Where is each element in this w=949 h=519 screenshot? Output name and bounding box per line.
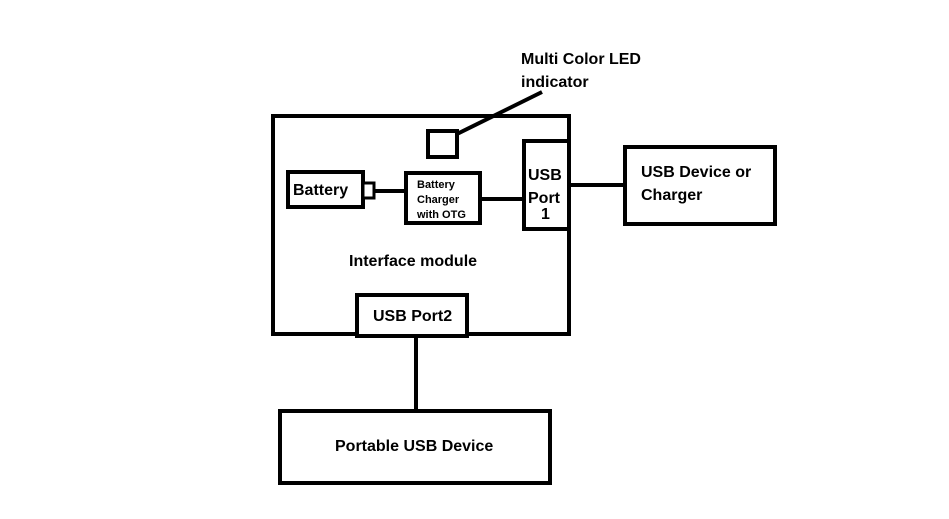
usb-device-charger-line1: USB Device or: [641, 164, 751, 181]
charger-label-line1: Battery: [417, 179, 456, 191]
charger-label-line2: Charger: [417, 194, 460, 206]
charger-box: [404, 171, 482, 225]
usb-port1-line1: USB: [528, 167, 562, 184]
interface-module-label: Interface module: [349, 253, 477, 270]
charger-label: Battery Charger with OTG: [416, 179, 466, 221]
battery-terminal: [361, 181, 376, 200]
led-label-line1: Multi Color LED: [521, 51, 641, 68]
usb-port2-label: USB Port2: [373, 308, 452, 325]
usb-port1-line2: Port: [528, 190, 561, 207]
led-pointer-line: [456, 90, 543, 136]
led-label-line2: indicator: [521, 74, 589, 91]
led-label: Multi Color LED indicator: [521, 51, 645, 91]
usb-device-charger-line2: Charger: [641, 187, 702, 204]
usb-port1-label: USB Port 1: [528, 167, 566, 223]
usb-port1-line3: 1: [541, 206, 550, 223]
usb-device-charger-label: USB Device or Charger: [641, 164, 756, 204]
portable-usb-device-label: Portable USB Device: [335, 438, 493, 455]
portable-usb-device-box: [278, 409, 552, 485]
usb-device-charger-box: [623, 145, 777, 226]
usb-port2-box: [355, 293, 469, 338]
led-indicator-box: [426, 129, 459, 159]
charger-label-line3: with OTG: [416, 209, 466, 221]
battery-label: Battery: [293, 182, 348, 199]
